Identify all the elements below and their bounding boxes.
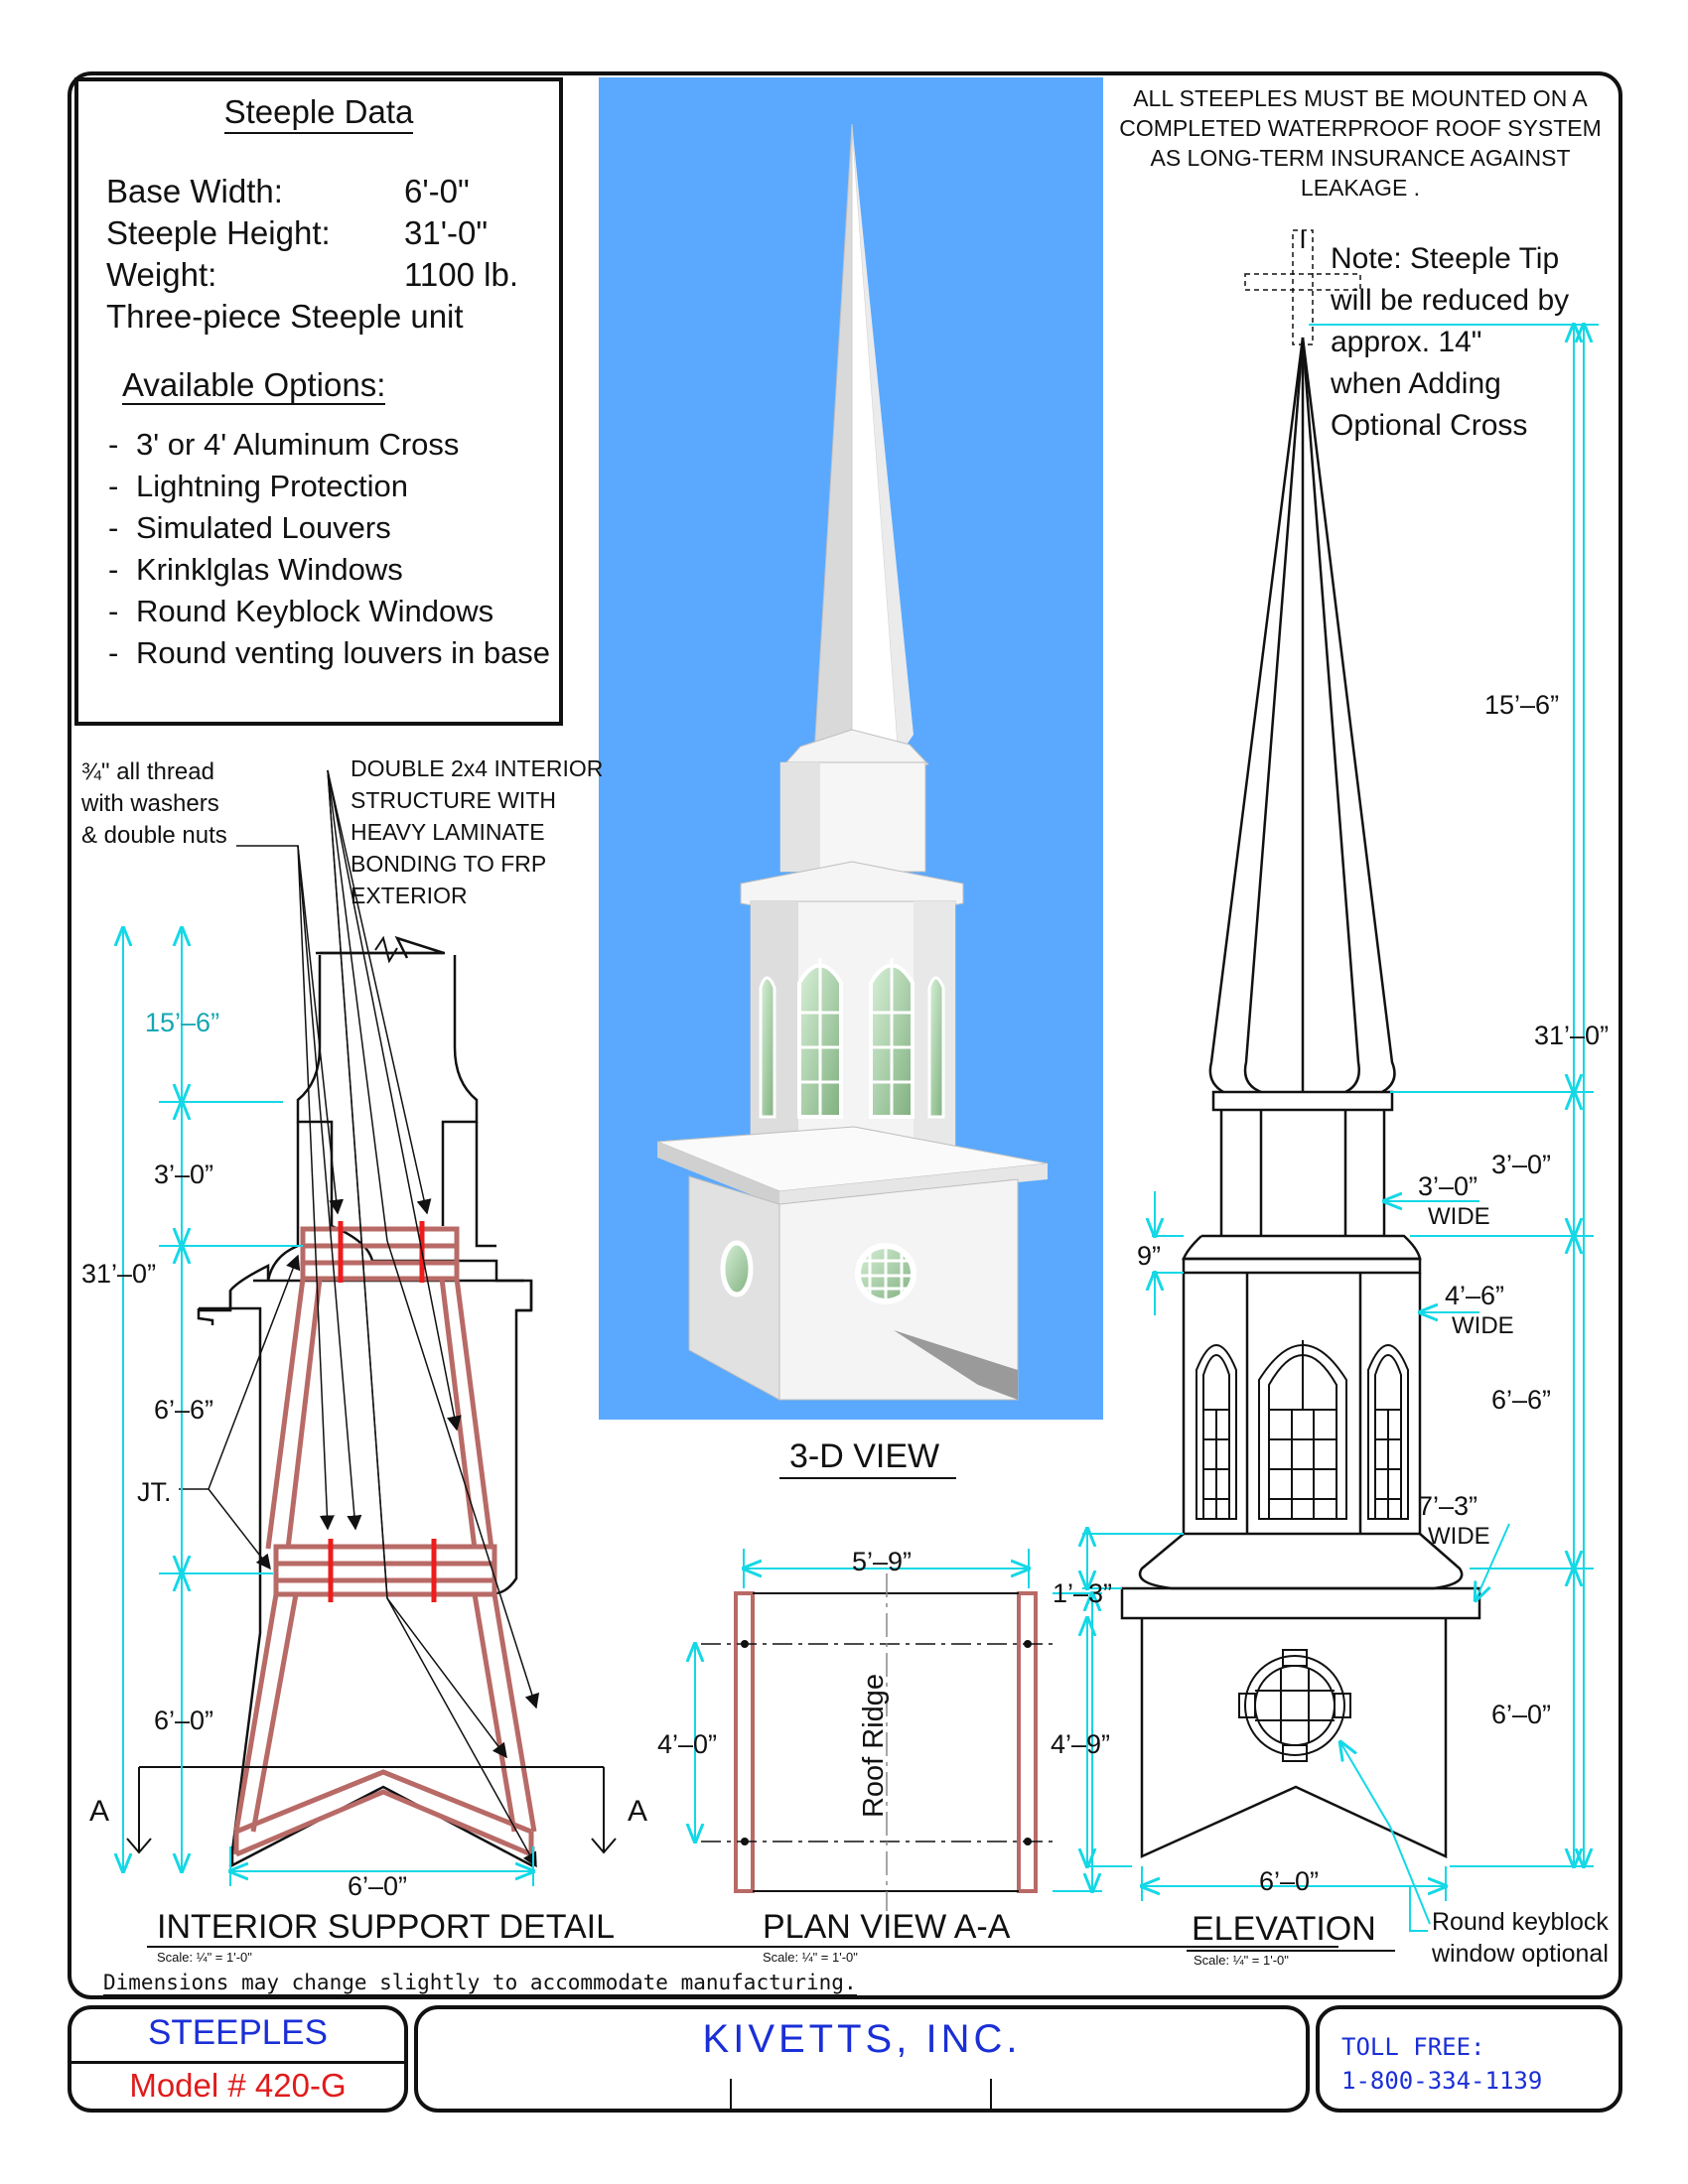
interior-leaders [179,769,540,1868]
option-item: -Simulated Louvers [108,510,391,545]
title-block-category: STEEPLES Model # 420-G [68,2005,408,2113]
all-thread-label: ¾" all thread with washers & double nuts [81,758,227,849]
roof-ridge-label: Roof Ridge [858,1673,891,1819]
company-tick [990,2079,992,2113]
elev-wide-7-3-label: WIDE [1428,1523,1490,1550]
elev-dim-31-0: 31’–0” [1534,1021,1610,1050]
interior-scale: Scale: ¼" = 1'-0" [157,1950,252,1965]
title-block-phone: TOLL FREE: 1-800-334-1139 [1316,2005,1622,2113]
toll-free-label: TOLL FREE: [1341,2033,1485,2061]
elevation-drawing [1120,230,1481,1858]
optional-cross [1244,229,1361,345]
mounting-note: ALL STEEPLES MUST BE MOUNTED ON A COMPLE… [1119,85,1602,201]
3d-window [869,958,914,1119]
plan-view-title: PLAN VIEW A-A [763,1908,1011,1946]
elev-wide-3-0-label: WIDE [1428,1203,1490,1230]
option-item: -Round venting louvers in base [108,635,551,670]
steeple-data-box: Steeple Data Base Width:6'-0" Steeple He… [74,77,563,726]
company-tick [730,2079,732,2113]
interior-dim-3-0: 3’–0” [154,1160,214,1189]
plan-dim-left: 4’–0” [657,1729,718,1759]
interior-dim-6-0-bottom: 6’–0” [348,1871,408,1901]
interior-dim-6-6: 6’–6” [154,1395,214,1425]
3d-view-title: 3-D VIEW [789,1437,940,1475]
interior-frame [233,1226,537,1857]
elevation-title: ELEVATION [1192,1910,1376,1948]
elev-wide-4-6-label: WIDE [1452,1312,1514,1339]
category-divider [71,2061,404,2064]
option-item: -3' or 4' Aluminum Cross [108,427,460,462]
company-name: KIVETTS, INC. [702,2017,1022,2061]
spec-base-width: Base Width:6'-0" [106,173,470,209]
option-item: -Lightning Protection [108,469,409,503]
elev-dim-6-6: 6’–6” [1491,1385,1552,1415]
interior-dim-31-0: 31’–0” [81,1259,157,1289]
elevation-round-window [1238,1649,1351,1762]
joint-label: JT. [137,1477,172,1507]
elev-dim-3-0: 3’–0” [1491,1150,1552,1179]
model-label: Model # 420-G [129,2067,347,2104]
elev-wide-4-6: 4’–6” [1445,1281,1505,1310]
drawing-frame [68,71,1622,1999]
option-item: -Round Keyblock Windows [108,594,494,628]
plan-view-drawing [701,1573,1057,1911]
elev-dim-9: 9” [1137,1241,1162,1271]
plan-dim-overhang: 1’–3” [1053,1578,1113,1608]
steeple-tip-note: Note: Steeple Tip will be reduced by app… [1331,242,1570,442]
elev-wide-7-3: 7’–3” [1418,1491,1478,1521]
interior-dim-6-0-side: 6’–0” [154,1706,214,1735]
interior-detail-title: INTERIOR SUPPORT DETAIL [157,1908,615,1946]
3d-view-underline [779,1477,956,1479]
title-underline [147,1946,1338,1948]
elev-wide-3-0: 3’–0” [1418,1171,1478,1201]
elevation-scale: Scale: ¼" = 1'-0" [1194,1953,1289,1968]
plan-dim-right: 4’–9” [1051,1729,1111,1759]
section-a-right: A [628,1795,648,1828]
elev-dim-15-6: 15’–6” [1484,690,1560,720]
section-a-left: A [89,1795,110,1828]
keyblock-note: Round keyblock window optional [1432,1908,1609,1968]
3d-window [797,958,843,1119]
options-title: Available Options: [122,366,386,405]
options-list: -3' or 4' Aluminum Cross -Lightning Prot… [108,427,550,677]
interior-structure-label: DOUBLE 2x4 INTERIOR STRUCTURE WITH HEAVY… [351,755,604,908]
plan-dimensions [695,1549,1102,1891]
unit-note: Three-piece Steeple unit [106,298,464,335]
elevation-windows [1196,1340,1409,1520]
interior-dimensions [123,928,533,1886]
interior-dim-15-6: 15’–6” [145,1008,220,1037]
plan-scale: Scale: ¼" = 1'-0" [763,1950,858,1965]
spec-weight: Weight:1100 lb. [106,256,518,293]
elevation-dimensions [1082,325,1599,1932]
elevation-underline [1187,1950,1395,1952]
spec-steeple-height: Steeple Height:31'-0" [106,214,489,251]
option-item: -Krinklglas Windows [108,552,403,587]
elev-dim-6-0-bottom: 6’–0” [1259,1866,1320,1896]
steeple-data-title: Steeple Data [78,93,559,134]
toll-free-number: 1-800-334-1139 [1341,2067,1543,2095]
section-cut-line [126,1766,617,1854]
plan-dim-width: 5’–9” [852,1547,913,1576]
title-block-company: KIVETTS, INC. [414,2005,1310,2113]
dimensions-footnote: Dimensions may change slightly to accomm… [103,1971,857,1996]
3d-steeple [656,123,1049,1401]
elev-dim-6-0-right: 6’–0” [1491,1700,1552,1729]
category-label: STEEPLES [148,2013,328,2052]
